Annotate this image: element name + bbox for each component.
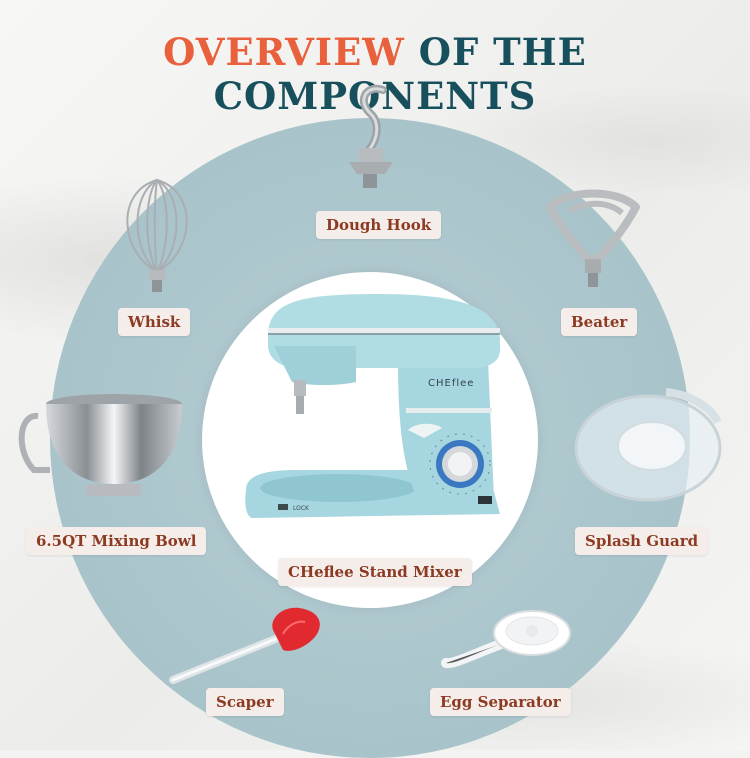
stand-mixer-image: LOCK CHEflee	[245, 294, 500, 518]
dough-hook-image	[349, 84, 393, 188]
egg-separator-label: Egg Separator	[430, 688, 571, 716]
splash-guard-image	[574, 388, 722, 502]
mixer-lock-text: LOCK	[293, 505, 310, 512]
egg-separator-image	[441, 610, 571, 669]
splash-guard-label: Splash Guard	[575, 527, 709, 555]
beater-image	[546, 189, 640, 287]
page-title: OVERVIEW OF THE COMPONENTS	[0, 30, 750, 118]
scraper-image	[169, 607, 320, 684]
mixing-bowl-image	[18, 394, 182, 496]
stand-mixer-label: CHeflee Stand Mixer	[278, 558, 472, 586]
mixing-bowl-label: 6.5QT Mixing Bowl	[26, 527, 207, 555]
whisk-image	[126, 178, 188, 292]
whisk-label: Whisk	[118, 308, 191, 336]
mixer-brand-text: CHEflee	[428, 378, 474, 389]
scraper-label: Scaper	[206, 688, 284, 716]
beater-label: Beater	[561, 308, 638, 336]
dough-hook-label: Dough Hook	[316, 211, 442, 239]
title-rest: OF THE COMPONENTS	[213, 30, 587, 118]
title-highlight: OVERVIEW	[163, 30, 405, 74]
